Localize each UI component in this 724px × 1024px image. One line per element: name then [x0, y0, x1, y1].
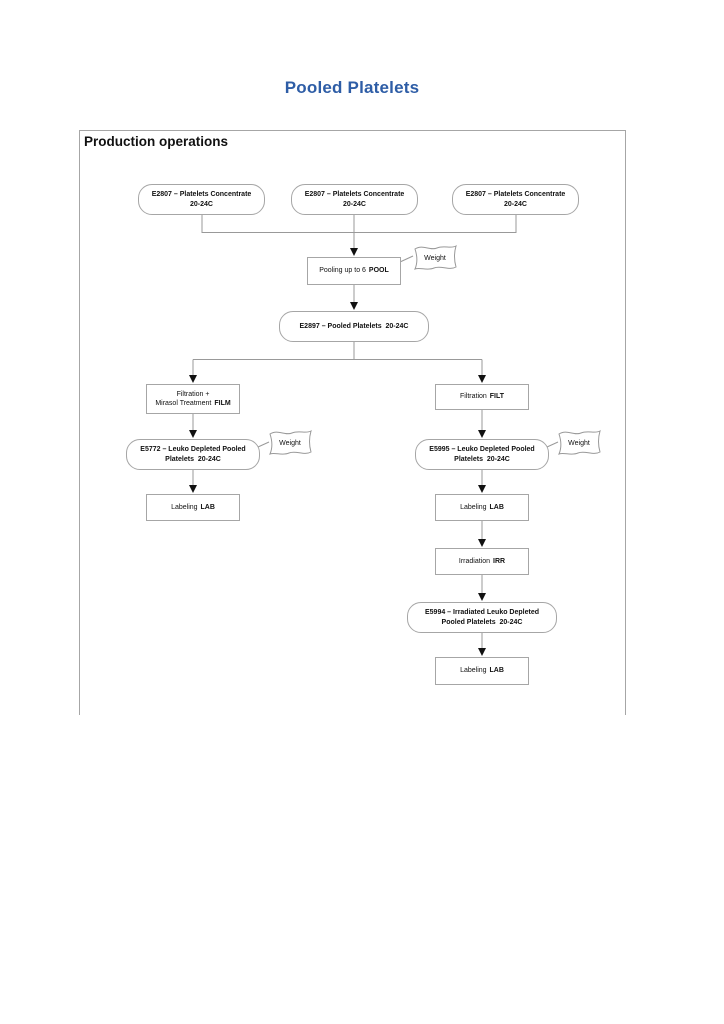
node-pooled-platelets: E2897 – Pooled Platelets 20-24C: [279, 311, 429, 342]
flag-icon: [558, 429, 601, 455]
node-label: E2807 – Platelets Concentrate 20-24C: [151, 191, 252, 208]
node-leuko-depleted: E5995 – Leuko Depleted Pooled Platelets …: [415, 439, 549, 470]
node-platelets-concentrate-1: E2807 – Platelets Concentrate 20-24C: [138, 184, 265, 215]
node-label: E2807 – Platelets Concentrate 20-24C: [465, 191, 566, 208]
node-platelets-concentrate-2: E2807 – Platelets Concentrate 20-24C: [291, 184, 418, 215]
weight-flag-left: Weight: [266, 428, 314, 456]
node-keyword: FILM: [214, 400, 231, 407]
node-keyword: POOL: [368, 267, 389, 275]
node-label: E2807 – Platelets Concentrate 20-24C: [304, 191, 405, 208]
node-keyword: IRR: [493, 557, 506, 565]
node-leuko-depleted-mirasol: E5772 – Leuko Depleted Pooled Platelets …: [126, 439, 260, 470]
flag-icon: [414, 244, 457, 270]
node-keyword: LAB: [489, 503, 504, 511]
node-label: E2897 – Pooled Platelets 20-24C: [299, 322, 409, 330]
node-keyword: FILT: [489, 393, 505, 401]
node-label: Labeling: [460, 667, 487, 675]
node-keyword: LAB: [200, 503, 215, 511]
node-label: Labeling: [460, 503, 487, 511]
section-title: Production operations: [84, 134, 229, 149]
weight-flag-right: Weight: [555, 428, 603, 456]
node-platelets-concentrate-3: E2807 – Platelets Concentrate 20-24C: [452, 184, 579, 215]
node-irradiated-leuko-depleted: E5994 – Irradiated Leuko Depleted Pooled…: [407, 602, 557, 633]
node-label: Irradiation: [458, 557, 491, 565]
flag-label: Weight: [568, 439, 590, 447]
flag-label: Weight: [424, 254, 446, 262]
node-label: Filtration: [459, 393, 487, 401]
weight-flag-pooling: Weight: [411, 243, 459, 271]
flag-label: Weight: [279, 439, 301, 447]
flag-icon: [269, 429, 312, 455]
node-label: Filtration + Mirasol Treatment: [155, 390, 212, 407]
production-operations-frame: [79, 130, 626, 715]
node-label: E5994 – Irradiated Leuko Depleted Pooled…: [425, 609, 539, 626]
page-title: Pooled Platelets: [284, 78, 420, 97]
node-label: E5772 – Leuko Depleted Pooled Platelets …: [140, 446, 246, 463]
node-label: E5995 – Leuko Depleted Pooled Platelets …: [429, 446, 535, 463]
node-label: Pooling up to 6: [319, 267, 366, 275]
node-keyword: LAB: [489, 667, 504, 675]
node-label: Labeling: [171, 503, 198, 511]
